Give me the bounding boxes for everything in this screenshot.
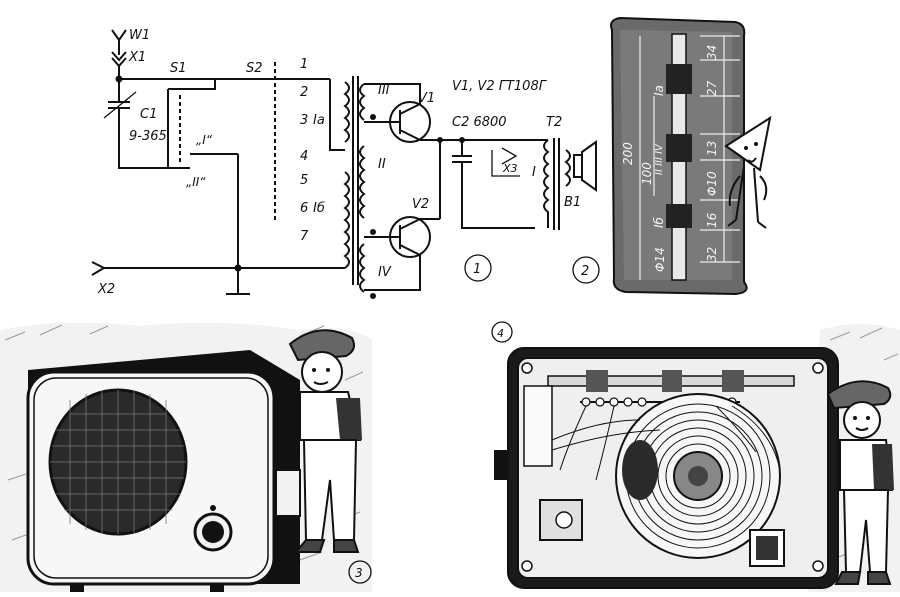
- coil-diameter-label: Φ14: [653, 247, 667, 272]
- c1-value-label: 9-365: [129, 129, 167, 144]
- winding-4-label: IV: [378, 265, 392, 280]
- t2-label: T2: [546, 115, 562, 130]
- input-label: X1: [128, 50, 146, 65]
- schematic-diagram: W1 X1 C1 9-365 S1 „I“ „II“ S2 X2 1 2 3: [91, 28, 597, 299]
- boy-character-icon: [288, 329, 362, 553]
- middle-sections-label: II III IV: [654, 143, 665, 175]
- dim-bottom-2-label: 32: [705, 247, 719, 262]
- dim-top-1-label: 34: [705, 45, 719, 60]
- figure-1-number: 1: [473, 262, 481, 277]
- total-length-label: 200: [621, 142, 635, 165]
- speaker-label: B1: [564, 195, 581, 210]
- switch-position-1-label: „I“: [196, 133, 213, 147]
- antenna-icon: [111, 29, 127, 68]
- coil-section-b-label: Iб: [313, 201, 325, 216]
- dim-mid-label: 13: [705, 141, 719, 156]
- center-length-label: 100: [640, 162, 654, 185]
- c1-label: C1: [140, 107, 157, 122]
- jack-label: X3: [502, 162, 518, 175]
- boy-character-icon: [826, 380, 894, 585]
- s1-label: S1: [170, 61, 187, 76]
- transistor-v2-icon: [364, 216, 440, 291]
- coil-tap-label: 6: [300, 201, 308, 216]
- coil-tap-label: 1: [300, 57, 308, 72]
- cartoon-character-icon: [724, 115, 772, 229]
- coil-drawing: 2 200 100 Iа Iб II III IV 34 27 13 Φ10 1…: [572, 16, 772, 296]
- coil-tap-label: 7: [300, 229, 309, 244]
- section-b-label: Iб: [652, 216, 666, 228]
- v1-label: V1: [418, 91, 435, 106]
- dim-top-2-label: 27: [705, 80, 719, 96]
- antenna-label: W1: [129, 28, 150, 43]
- v2-label: V2: [412, 197, 429, 212]
- receiver-front-illustration: 3: [0, 322, 372, 592]
- switch-position-2-label: „II“: [186, 175, 206, 189]
- section-a-label: Iа: [652, 85, 666, 96]
- s2-label: S2: [246, 61, 263, 76]
- winding-3-label: III: [378, 83, 390, 98]
- figure-2-number: 2: [581, 264, 589, 279]
- coil-tap-label: 5: [300, 173, 308, 188]
- t2-primary-label: I: [532, 165, 536, 180]
- figure-4-number: 4: [497, 327, 504, 340]
- speaker-icon: [573, 140, 597, 192]
- coil-tap-label: 4: [300, 149, 308, 164]
- dim-bottom-1-label: 16: [705, 212, 719, 228]
- figure-3-number: 3: [355, 566, 363, 580]
- coil-tap-label: 2: [300, 85, 308, 100]
- c2-label: C2 6800: [452, 115, 507, 130]
- ground-label: X2: [97, 282, 115, 297]
- receiver-inside-illustration: 4: [491, 321, 900, 592]
- winding-2-label: II: [378, 157, 386, 172]
- rod-diameter-label: Φ10: [705, 171, 719, 196]
- transistor-v1-icon: [364, 83, 440, 143]
- coil-tap-label: 3: [300, 113, 308, 128]
- transistor-type-label: V1, V2 ГТ108Г: [452, 79, 548, 94]
- coil-section-a-label: Iа: [313, 113, 325, 128]
